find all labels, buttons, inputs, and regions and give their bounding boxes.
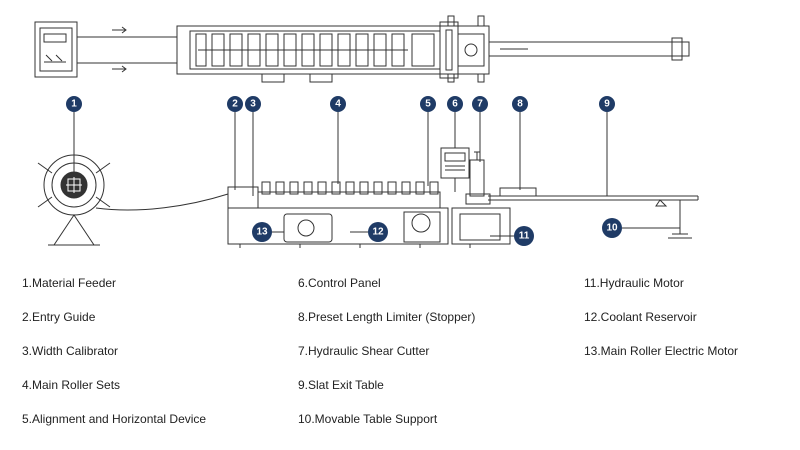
legend-item: 6.Control Panel bbox=[298, 276, 381, 290]
legend-item: 1.Material Feeder bbox=[22, 276, 117, 290]
legend-item: 12.Coolant Reservoir bbox=[584, 310, 697, 324]
badge-6: 6 bbox=[447, 96, 463, 112]
side-view bbox=[37, 147, 699, 248]
badge-1: 1 bbox=[66, 96, 82, 112]
svg-text:12: 12 bbox=[372, 227, 384, 238]
legend-item: 3.Width Calibrator bbox=[22, 344, 119, 358]
svg-text:4: 4 bbox=[335, 99, 341, 110]
svg-text:1: 1 bbox=[71, 99, 77, 110]
svg-text:6: 6 bbox=[452, 99, 458, 110]
parts-legend: 1.Material Feeder 2.Entry Guide 3.Width … bbox=[0, 262, 800, 450]
top-view bbox=[34, 15, 690, 83]
svg-text:8: 8 bbox=[517, 99, 523, 110]
badge-7: 7 bbox=[472, 96, 488, 112]
svg-text:13: 13 bbox=[256, 227, 268, 238]
legend-item: 5.Alignment and Horizontal Device bbox=[22, 412, 207, 426]
svg-text:10: 10 bbox=[606, 223, 618, 234]
badge-13: 13 bbox=[252, 222, 272, 242]
badge-5: 5 bbox=[420, 96, 436, 112]
svg-text:3: 3 bbox=[250, 99, 256, 110]
legend-item: 4.Main Roller Sets bbox=[22, 378, 121, 392]
badge-2: 2 bbox=[227, 96, 243, 112]
legend-item: 9.Slat Exit Table bbox=[298, 378, 384, 392]
badge-8: 8 bbox=[512, 96, 528, 112]
legend-item: 2.Entry Guide bbox=[22, 310, 96, 324]
badge-4: 4 bbox=[330, 96, 346, 112]
badge-11: 11 bbox=[514, 226, 534, 246]
legend-item: 13.Main Roller Electric Motor bbox=[584, 344, 739, 358]
badge-10: 10 bbox=[602, 218, 622, 238]
svg-text:2: 2 bbox=[232, 99, 238, 110]
callout-leaders bbox=[73, 112, 660, 237]
legend-item: 7.Hydraulic Shear Cutter bbox=[298, 344, 430, 358]
svg-text:9: 9 bbox=[604, 99, 610, 110]
legend-item: 11.Hydraulic Motor bbox=[584, 276, 684, 290]
badge-12: 12 bbox=[368, 222, 388, 242]
machine-diagram: 1 2 3 4 5 6 7 8 9 10 11 12 bbox=[34, 15, 699, 248]
svg-text:11: 11 bbox=[519, 231, 530, 242]
legend-item: 8.Preset Length Limiter (Stopper) bbox=[298, 310, 476, 324]
svg-text:7: 7 bbox=[477, 99, 483, 110]
legend-item: 10.Movable Table Support bbox=[298, 412, 438, 426]
svg-text:5: 5 bbox=[425, 99, 431, 110]
badge-9: 9 bbox=[599, 96, 615, 112]
badge-3: 3 bbox=[245, 96, 261, 112]
